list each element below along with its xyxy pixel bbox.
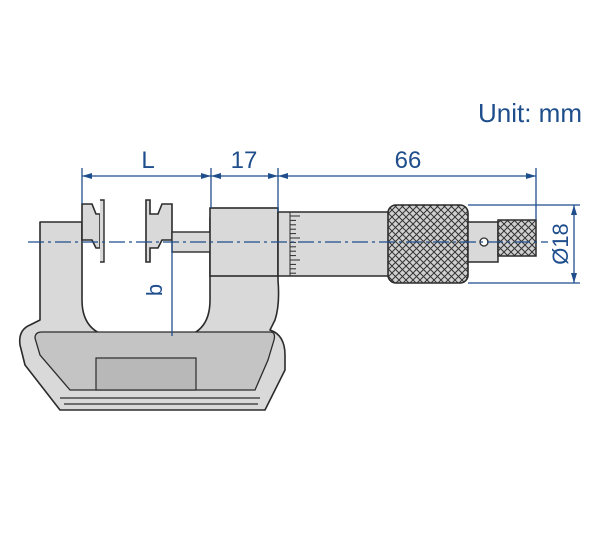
- dimension-b-label: b: [142, 284, 167, 296]
- ratchet: [467, 219, 537, 263]
- top-dimension-lines: [81, 168, 537, 220]
- spindle-jaw: [145, 199, 213, 263]
- knurled-grip: [387, 204, 469, 284]
- dimension-diameter: [468, 204, 580, 284]
- dimension-b: b: [142, 242, 173, 336]
- dimension-diameter-label: Ø18: [548, 223, 573, 265]
- dimension-L-label: L: [141, 147, 154, 174]
- top-dimension-arrows: [82, 173, 536, 179]
- dimension-66-label: 66: [395, 147, 422, 174]
- thimble: [277, 211, 391, 277]
- dimension-17-label: 17: [231, 147, 258, 174]
- anvil-jaw: [81, 199, 105, 263]
- unit-label: Unit: mm: [478, 98, 582, 128]
